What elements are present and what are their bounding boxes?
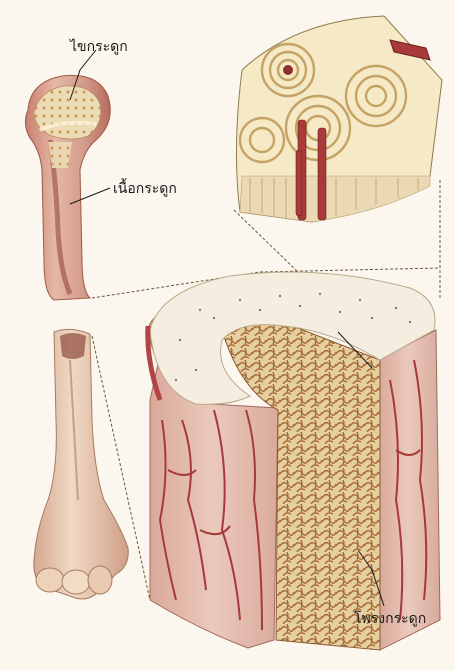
label-spongy-bone: โพรงกระดูก	[354, 608, 426, 630]
label-bone-marrow: ไขกระดูก	[70, 36, 128, 58]
upper-bone-segment	[25, 75, 110, 300]
label-bone-tissue: เนื้อกระดูก	[113, 178, 177, 200]
osteon-inset	[236, 16, 442, 222]
bone-cross-section	[148, 272, 440, 650]
lower-bone-segment	[34, 329, 129, 598]
